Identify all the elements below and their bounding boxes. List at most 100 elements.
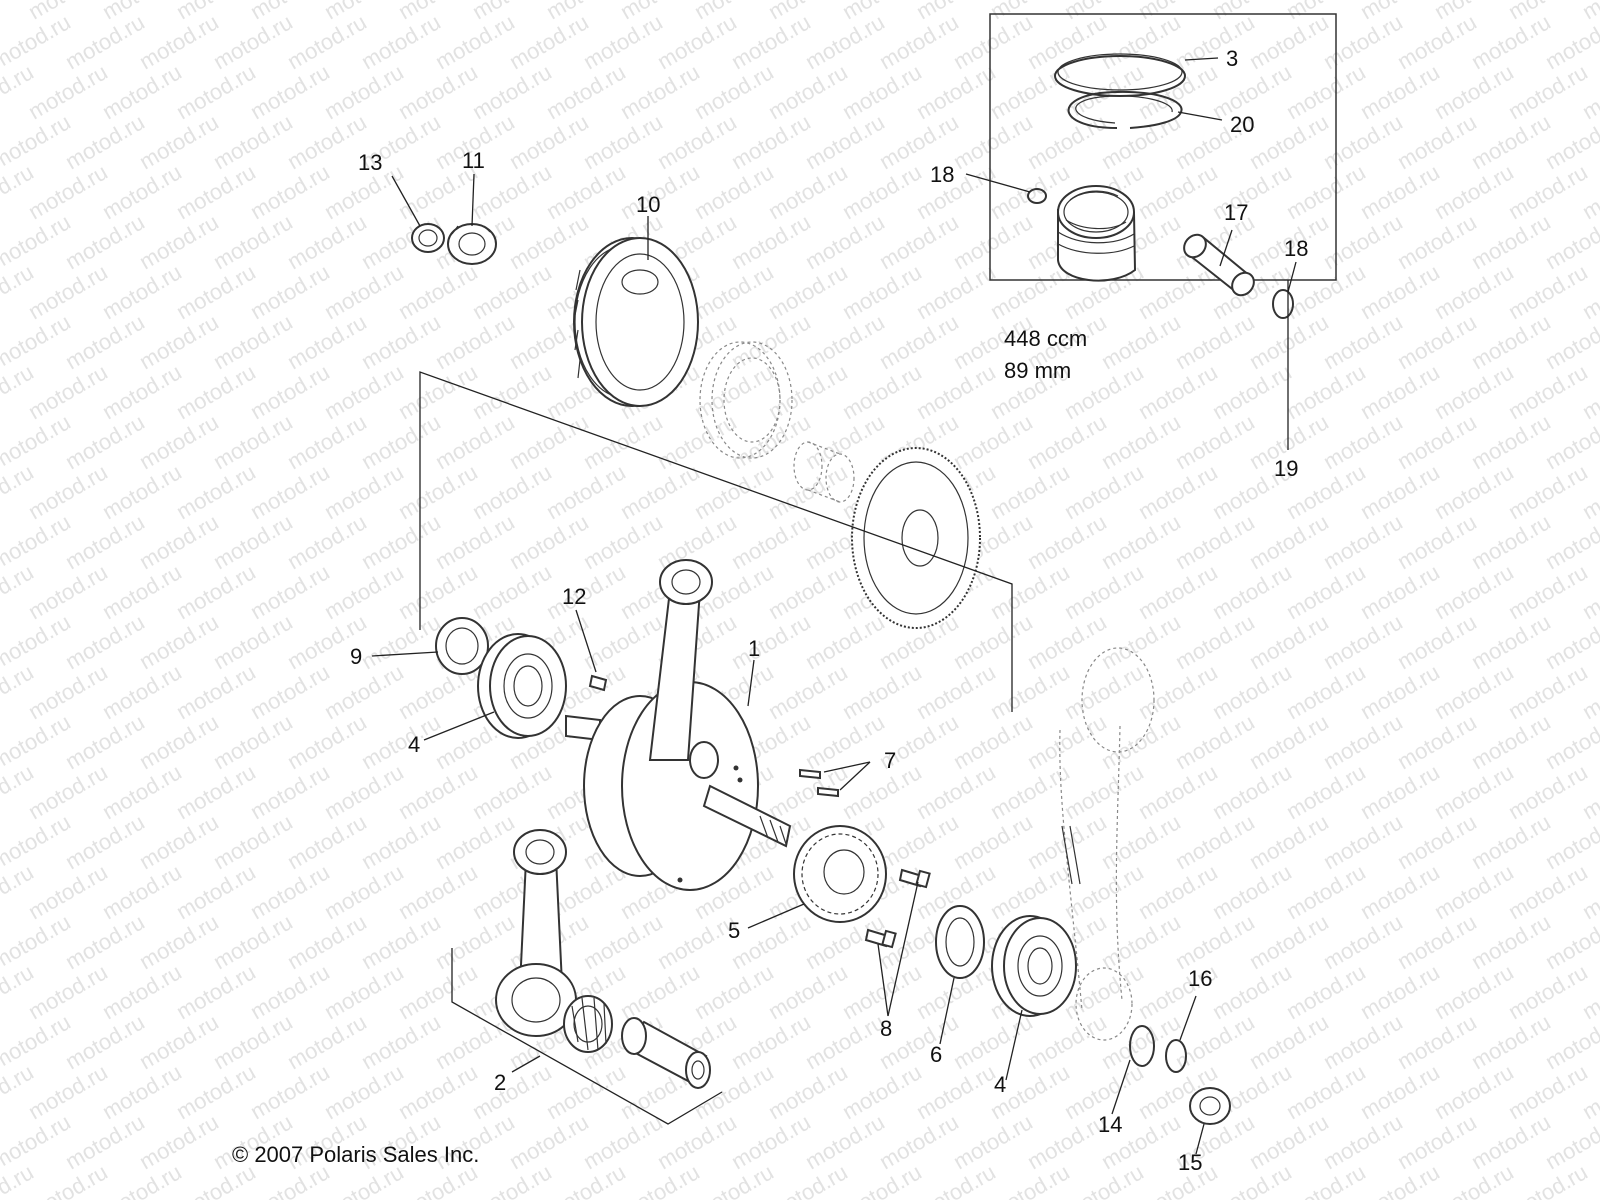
watermark-text: motod.ru bbox=[1171, 909, 1259, 974]
watermark-text: motod.ru bbox=[61, 1109, 149, 1174]
piston bbox=[1057, 185, 1137, 282]
watermark-text: motod.ru bbox=[801, 109, 889, 174]
watermark-text: motod.ru bbox=[1430, 159, 1518, 224]
watermark-text: motod.ru bbox=[431, 809, 519, 874]
watermark-text: motod.ru bbox=[764, 1059, 852, 1124]
seal-9 bbox=[435, 617, 489, 675]
watermark-text: motod.ru bbox=[1393, 109, 1481, 174]
watermark-text: motod.ru bbox=[801, 209, 889, 274]
watermark-text: motod.ru bbox=[875, 309, 963, 374]
callout-9: 9 bbox=[350, 644, 362, 669]
watermark-text: motod.ru bbox=[505, 9, 593, 74]
watermark-text: motod.ru bbox=[1023, 409, 1111, 474]
needle-bearing-dashed bbox=[793, 441, 855, 503]
spec-bore: 89 mm bbox=[1004, 358, 1071, 383]
watermark-text: motod.ru bbox=[431, 409, 519, 474]
watermark-text: motod.ru bbox=[24, 459, 112, 524]
watermark-text: motod.ru bbox=[1208, 159, 1296, 224]
watermark-text: motod.ru bbox=[986, 259, 1074, 324]
watermark-text: motod.ru bbox=[1208, 959, 1296, 1024]
watermark-text: motod.ru bbox=[394, 959, 482, 1024]
watermark-text: motod.ru bbox=[172, 959, 260, 1024]
watermark-text: motod.ru bbox=[1319, 609, 1407, 674]
watermark-text: motod.ru bbox=[357, 609, 445, 674]
watermark-text: motod.ru bbox=[1208, 359, 1296, 424]
watermark-text: motod.ru bbox=[246, 759, 334, 824]
watermark-text: motod.ru bbox=[209, 709, 297, 774]
watermark-text: motod.ru bbox=[135, 309, 223, 374]
watermark-text: motod.ru bbox=[1171, 709, 1259, 774]
watermark-text: motod.ru bbox=[949, 9, 1037, 74]
watermark-text: motod.ru bbox=[283, 1009, 371, 1074]
watermark-text: motod.ru bbox=[135, 909, 223, 974]
watermark-text: motod.ru bbox=[764, 59, 852, 124]
watermark-text: motod.ru bbox=[1319, 509, 1407, 574]
watermark-text: motod.ru bbox=[320, 559, 408, 624]
watermark-text: motod.ru bbox=[283, 509, 371, 574]
watermark-text: motod.ru bbox=[1208, 559, 1296, 624]
watermark-text: motod.ru bbox=[727, 209, 815, 274]
watermark-text: motod.ru bbox=[24, 659, 112, 724]
watermark-text: motod.ru bbox=[1282, 359, 1370, 424]
watermark-text: motod.ru bbox=[949, 1009, 1037, 1074]
watermark-text: motod.ru bbox=[764, 359, 852, 424]
watermark-text: motod.ru bbox=[912, 659, 1000, 724]
watermark-text: motod.ru bbox=[1134, 559, 1222, 624]
watermark-text: motod.ru bbox=[727, 1109, 815, 1174]
watermark-text: motod.ru bbox=[1319, 109, 1407, 174]
watermark-text: motod.ru bbox=[1430, 259, 1518, 324]
watermark-text: motod.ru bbox=[1467, 909, 1555, 974]
watermark-text: motod.ru bbox=[505, 1109, 593, 1174]
watermark-text: motod.ru bbox=[209, 509, 297, 574]
callout-2: 2 bbox=[494, 1070, 506, 1095]
watermark-text: motod.ru bbox=[1023, 609, 1111, 674]
watermark-text: motod.ru bbox=[801, 609, 889, 674]
watermark-text: motod.ru bbox=[98, 459, 186, 524]
watermark-text: motod.ru bbox=[209, 309, 297, 374]
watermark-text: motod.ru bbox=[1356, 359, 1444, 424]
watermark-text: motod.ru bbox=[320, 659, 408, 724]
watermark-text: motod.ru bbox=[1282, 59, 1370, 124]
watermark-text: motod.ru bbox=[727, 409, 815, 474]
watermark-text: motod.ru bbox=[246, 459, 334, 524]
watermark-text: motod.ru bbox=[1134, 159, 1222, 224]
watermark-text: motod.ru bbox=[653, 1109, 741, 1174]
watermark-text: motod.ru bbox=[616, 959, 704, 1024]
watermark-text: motod.ru bbox=[98, 859, 186, 924]
watermark-text: motod.ru bbox=[505, 109, 593, 174]
watermark-text: motod.ru bbox=[135, 9, 223, 74]
watermark-text: motod.ru bbox=[61, 9, 149, 74]
watermark-text: motod.ru bbox=[172, 859, 260, 924]
watermark-text: motod.ru bbox=[579, 1109, 667, 1174]
watermark-text: motod.ru bbox=[135, 609, 223, 674]
watermark-text: motod.ru bbox=[1467, 309, 1555, 374]
watermark-text: motod.ru bbox=[209, 909, 297, 974]
watermark-text: motod.ru bbox=[1504, 859, 1592, 924]
watermark-text: motod.ru bbox=[394, 459, 482, 524]
thrust-washer-6 bbox=[935, 905, 985, 979]
watermark-text: motod.ru bbox=[24, 859, 112, 924]
watermark-text: motod.ru bbox=[468, 559, 556, 624]
watermark-text: motod.ru bbox=[1282, 959, 1370, 1024]
watermark-text: motod.ru bbox=[875, 9, 963, 74]
watermark-text: motod.ru bbox=[209, 9, 297, 74]
watermark-text: motod.ru bbox=[172, 159, 260, 224]
callout-14: 14 bbox=[1098, 1112, 1122, 1137]
watermark-text: motod.ru bbox=[986, 559, 1074, 624]
watermark-text: motod.ru bbox=[912, 1059, 1000, 1124]
callout-19: 19 bbox=[1274, 456, 1298, 481]
watermark-text: motod.ru bbox=[209, 1009, 297, 1074]
watermark-text: motod.ru bbox=[1356, 59, 1444, 124]
watermark-text: motod.ru bbox=[1319, 309, 1407, 374]
watermark-text: motod.ru bbox=[1356, 659, 1444, 724]
watermark-text: motod.ru bbox=[283, 809, 371, 874]
watermark-text: motod.ru bbox=[320, 959, 408, 1024]
watermark-text: motod.ru bbox=[209, 809, 297, 874]
watermark-text: motod.ru bbox=[1245, 9, 1333, 74]
circlip-left bbox=[1027, 188, 1047, 204]
watermark-text: motod.ru bbox=[135, 809, 223, 874]
watermark-text: motod.ru bbox=[61, 209, 149, 274]
watermark-text: motod.ru bbox=[98, 959, 186, 1024]
starter-gear bbox=[851, 447, 981, 629]
